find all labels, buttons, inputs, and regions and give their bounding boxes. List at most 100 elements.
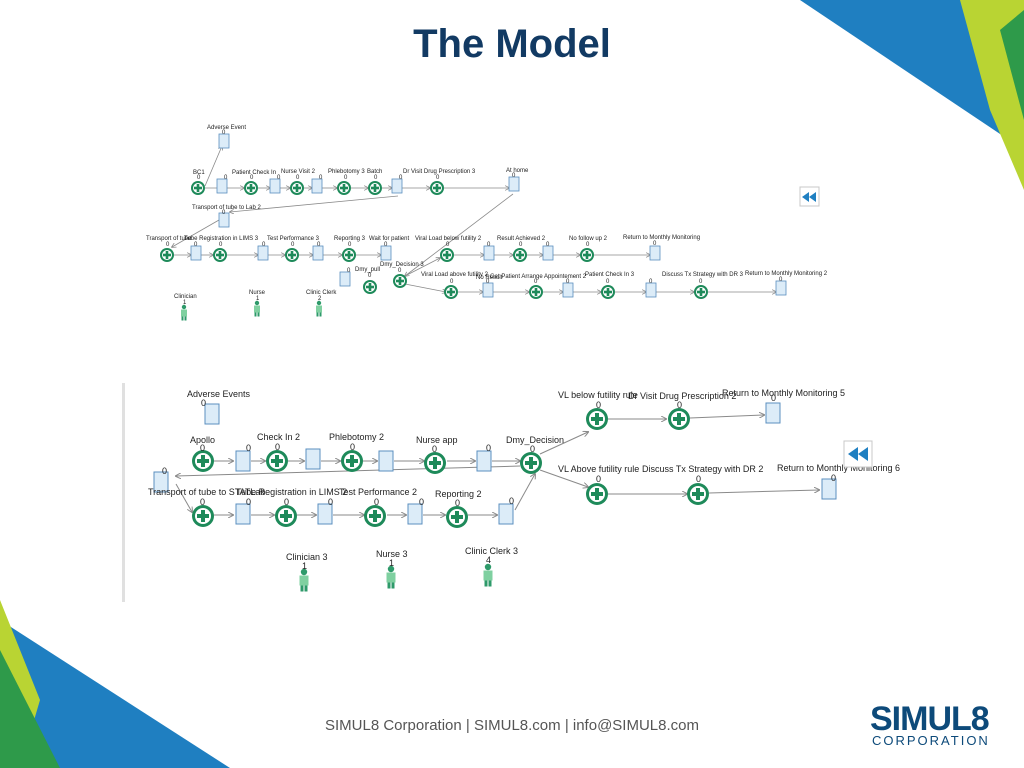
count: 0 [649, 279, 653, 285]
queue [476, 450, 492, 472]
count: 0 [399, 175, 403, 181]
queue-adverse-events [204, 403, 220, 425]
count: 0 [419, 497, 424, 507]
count: 0 [284, 497, 289, 507]
label-clinic-clerk-3: Clinic Clerk 3 [465, 546, 518, 556]
label-tube-registration-in-lims-3: Tube Registration in LIMS 3 [184, 236, 259, 242]
count: 0 [262, 242, 266, 248]
count: 0 [162, 466, 167, 476]
label-apollo: Apollo [190, 435, 215, 445]
count: 0 [200, 443, 205, 453]
count: 0 [384, 242, 388, 248]
back-button-bottom[interactable] [843, 440, 873, 468]
corner-top-right-blue [800, 0, 1024, 150]
logo-subtitle: CORPORATION [872, 733, 990, 748]
count: 0 [450, 279, 454, 285]
label-dmy-decision-3: Dmy_Decision 3 [380, 262, 424, 268]
label-viral-load-below-futility-2: Viral Load below futility 2 [415, 236, 482, 242]
corner-top-right-green [1000, 10, 1024, 120]
count: 0 [317, 242, 321, 248]
label-tube-registration-in-lims-2: Tube Registration in LIMS 2 [236, 487, 347, 497]
count: 0 [319, 175, 323, 181]
label-dr-visit-drug-prescription-3: Dr Visit Drug Prescription 3 [403, 169, 476, 175]
workcenter-tube-registration-in-lims-2 [275, 505, 297, 527]
count: 0 [398, 268, 402, 274]
count: 4 [486, 555, 491, 565]
count: 0 [455, 498, 460, 508]
queue [407, 503, 423, 525]
label-return-to-monthly-monitoring-2: Return to Monthly Monitoring 2 [745, 271, 828, 277]
queue [235, 503, 251, 525]
label-no-result: No Result [476, 275, 503, 281]
count: 0 [586, 242, 590, 248]
count: 0 [222, 210, 226, 216]
label-discuss-tx-strategy-with-dr-2: Discuss Tx Strategy with DR 2 [642, 464, 763, 474]
count: 0 [200, 497, 205, 507]
workcenter-check-in-2 [266, 450, 288, 472]
queue [305, 448, 321, 470]
label-patient-check-in: Patient Check In [232, 170, 276, 176]
count: 0 [606, 279, 610, 285]
count: 0 [696, 474, 701, 484]
count: 0 [432, 444, 437, 454]
count: 0 [509, 496, 514, 506]
count: 0 [291, 242, 295, 248]
count: 0 [374, 497, 379, 507]
workcenter-dr-visit-drug-prescription-2 [668, 408, 690, 430]
count: 0 [275, 442, 280, 452]
count: 0 [328, 497, 333, 507]
label-return-to-monthly-monitoring-6: Return to Monthly Monitoring 6 [777, 463, 900, 473]
count: 0 [487, 242, 491, 248]
count: 0 [486, 279, 490, 285]
count: 0 [246, 497, 251, 507]
label-test-performance-3: Test Performance 3 [267, 236, 320, 242]
label-reporting-3: Reporting 3 [334, 236, 366, 242]
resource-clinic-clerk-3 [483, 563, 493, 587]
count: 0 [779, 277, 783, 283]
label-return-to-monthly-monitoring: Return to Monthly Monitoring [623, 235, 700, 241]
label-reporting-2: Reporting 2 [435, 489, 482, 499]
count: 0 [368, 273, 372, 279]
queue [378, 450, 394, 472]
count: 0 [446, 242, 450, 248]
workcenter-nurse-app [424, 452, 446, 474]
count: 0 [344, 175, 348, 181]
label-discuss-tx-strategy-with-dr-3: Discuss Tx Strategy with DR 3 [662, 272, 744, 278]
back-button-top[interactable] [799, 186, 820, 207]
label-vl-above-futility-rule: VL Above futility rule [558, 464, 639, 474]
count: 0 [374, 175, 378, 181]
count: 0 [596, 400, 601, 410]
count: 0 [512, 173, 516, 179]
count: 0 [250, 175, 254, 181]
label-check-in-2: Check In 2 [257, 432, 300, 442]
label-patient-check-in-3: Patient Check In 3 [585, 272, 635, 278]
count: 0 [699, 279, 703, 285]
slide-title: The Model [413, 22, 611, 66]
label-transport-of-tube-to-lab-2: Transport of tube to Lab 2 [192, 205, 261, 211]
queue [317, 503, 333, 525]
count: 0 [519, 242, 523, 248]
count: 1 [256, 296, 260, 302]
count: 0 [677, 400, 682, 410]
count: 0 [194, 242, 198, 248]
label-nurse: Nurse [249, 290, 266, 296]
label-bc1: BC1 [193, 170, 205, 176]
label-dmy-decision: Dmy_Decision [506, 435, 564, 445]
workcenter-test-performance-2 [364, 505, 386, 527]
count: 0 [546, 242, 550, 248]
label-dmy-pull: Dmy_pull [355, 267, 380, 273]
label-transport-of-tube: Transport of tube [146, 236, 192, 242]
count: 0 [534, 279, 538, 285]
label-batch: Batch [367, 169, 382, 175]
top-labels: Adverse Event BC1 Patient Check In Nurse… [146, 125, 828, 306]
count: 0 [222, 130, 226, 136]
count: 0 [771, 393, 776, 403]
workcenter-reporting-2 [446, 506, 468, 528]
label-transport-of-tube-to-statlab: Transport of tube to STATLab [148, 487, 265, 497]
workcenter-discuss-tx-strategy-with-dr-2 [687, 483, 709, 505]
label-nurse-visit-2: Nurse Visit 2 [281, 169, 316, 175]
count: 0 [653, 241, 657, 247]
